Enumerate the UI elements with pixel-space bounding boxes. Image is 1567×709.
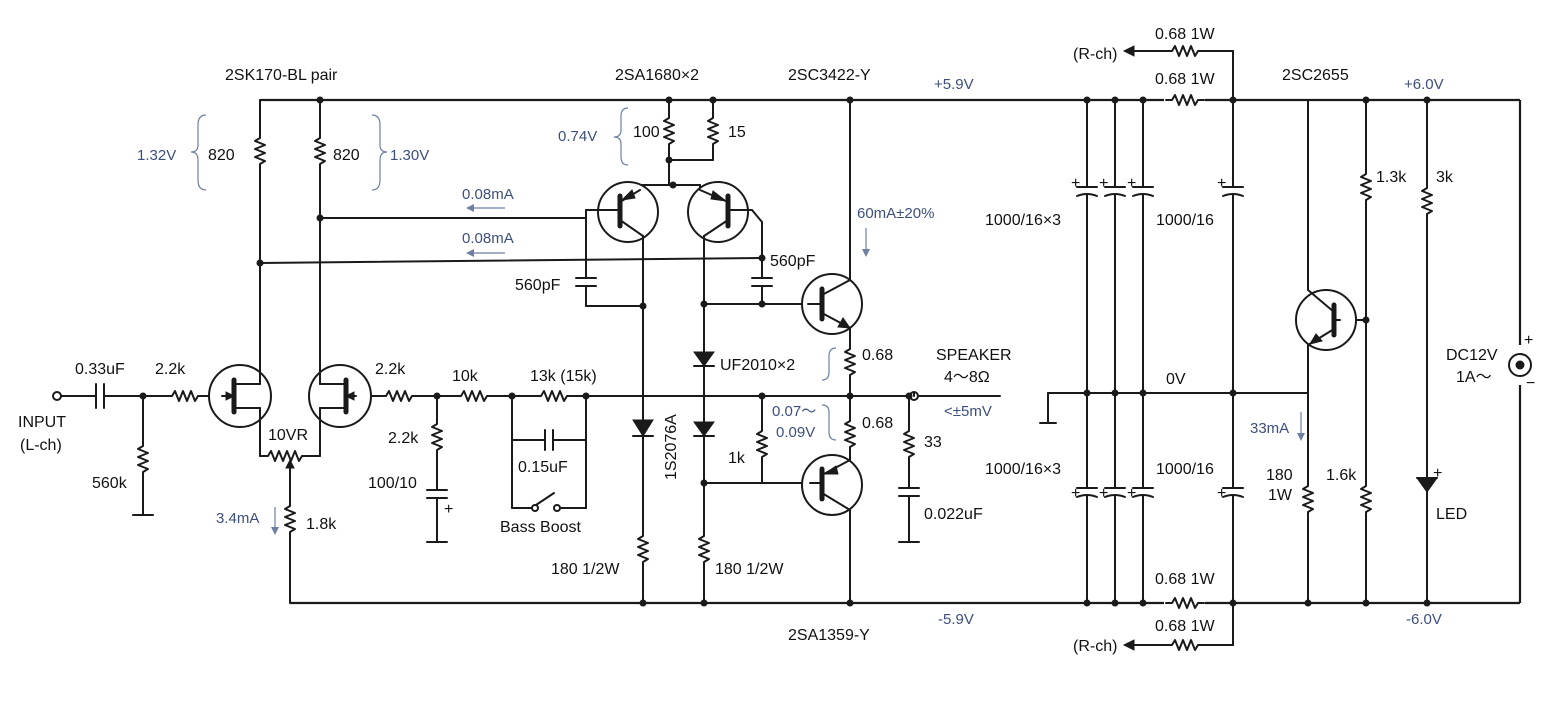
voltage-074-label: 0.74V xyxy=(558,128,597,145)
current-34-label: 3.4mA xyxy=(216,510,259,527)
input-channel-label: (L-ch) xyxy=(20,437,62,454)
npn-output-transistor xyxy=(801,273,863,335)
capacitor-100-10-label: 100/10 xyxy=(368,475,417,492)
regulator-current-label: 33mA xyxy=(1250,420,1289,437)
svg-text:+: + xyxy=(1217,485,1226,502)
svg-text:+: + xyxy=(1099,485,1108,502)
voltage-130-label: 1.30V xyxy=(390,147,429,164)
capacitor-top-label: 1000/16 xyxy=(1156,212,1214,229)
input-resistor-label: 2.2k xyxy=(155,361,186,378)
svg-text:+: + xyxy=(444,501,453,518)
bias-current-label: 60mA±20% xyxy=(857,205,934,222)
input-capacitor-label: 0.33uF xyxy=(75,361,125,378)
negative-rail-label: -5.9V xyxy=(938,611,974,628)
regulated-negative-label: -6.0V xyxy=(1406,611,1442,628)
supply-resistor-bottom-label: 0.68 1W xyxy=(1155,571,1215,588)
bias-voltage-min-label: 0.07～ xyxy=(772,403,816,420)
dc-input-label: DC12V xyxy=(1446,347,1498,364)
pnp-right xyxy=(687,181,753,243)
pnp-output-transistor xyxy=(801,454,863,516)
zobel-capacitor-label: 0.022uF xyxy=(924,506,983,523)
speaker-impedance-label: 4～8Ω xyxy=(944,369,990,386)
pnp-output-label: 2SA1359-Y xyxy=(788,627,870,644)
capacitor-bottom-label: 1000/16 xyxy=(1156,461,1214,478)
component-labels: 2SK170-BL pair 2SA1680×2 2SC3422-Y 2SA13… xyxy=(18,26,1535,655)
resistor-820-left-label: 820 xyxy=(208,147,235,164)
svg-text:+: + xyxy=(1127,485,1136,502)
pnp-pair-label: 2SA1680×2 xyxy=(615,67,699,84)
resistor-3k-label: 3k xyxy=(1436,169,1454,186)
pnp-left xyxy=(585,181,659,243)
dc-minus-label: − xyxy=(1526,375,1535,392)
voltage-132-label: 1.32V xyxy=(137,147,176,164)
capacitor-bank-bottom-label: 1000/16×3 xyxy=(985,461,1061,478)
regulator-transistor-label: 2SC2655 xyxy=(1282,67,1349,84)
transistors xyxy=(208,181,1357,516)
diode-uf2010-label: UF2010×2 xyxy=(720,357,795,374)
npn-output-label: 2SC3422-Y xyxy=(788,67,871,84)
regulator-transistor xyxy=(1295,289,1357,351)
led-label: LED xyxy=(1436,506,1467,523)
capacitor-015-label: 0.15uF xyxy=(518,459,568,476)
bias-voltage-max-label: 0.09V xyxy=(776,424,815,441)
jfet-left xyxy=(208,364,272,429)
resistor-1k8-label: 1.8k xyxy=(306,516,337,533)
emitter-resistor-top-label: 0.68 xyxy=(862,347,893,364)
regulated-positive-label: +6.0V xyxy=(1404,76,1444,93)
positive-rail-label: +5.9V xyxy=(934,76,974,93)
resistor-180-left-label: 180 1/2W xyxy=(551,561,620,578)
dc-offset-label: <±5mV xyxy=(944,403,992,420)
svg-text:+: + xyxy=(1217,175,1226,192)
zobel-resistor-label: 33 xyxy=(924,434,942,451)
bass-boost-label: Bass Boost xyxy=(500,519,581,536)
input-label: INPUT xyxy=(18,414,66,431)
current-008-bottom-label: 0.08mA xyxy=(462,230,514,247)
rch-top-label: (R-ch) xyxy=(1073,46,1117,63)
speaker-label: SPEAKER xyxy=(936,347,1012,364)
svg-text:+: + xyxy=(1099,175,1108,192)
resistor-13k-label: 13k (15k) xyxy=(530,368,597,385)
rch-bottom-label: (R-ch) xyxy=(1073,638,1117,655)
resistor-180-1w-rating: 1W xyxy=(1268,487,1293,504)
jfet-right xyxy=(308,364,372,429)
resistor-10k-label: 10k xyxy=(452,368,479,385)
capacitor-560pf-left-label: 560pF xyxy=(515,277,561,294)
svg-text:+: + xyxy=(1071,485,1080,502)
resistor-15-label: 15 xyxy=(728,124,746,141)
measurement-annotations: 1.32V 1.30V 0.74V 0.08mA 0.08mA 60mA±20%… xyxy=(137,76,1444,628)
current-008-top-label: 0.08mA xyxy=(462,186,514,203)
capacitor-560pf-right-label: 560pF xyxy=(770,253,816,270)
svg-text:+: + xyxy=(1127,175,1136,192)
dc-current-label: 1A～ xyxy=(1456,369,1492,386)
svg-text:+: + xyxy=(1433,465,1442,482)
resistor-560k-label: 560k xyxy=(92,475,128,492)
dc-plus-label: + xyxy=(1524,332,1533,349)
resistor-1k3-label: 1.3k xyxy=(1376,169,1407,186)
resistor-820-right-label: 820 xyxy=(333,147,360,164)
resistor-180-right-label: 180 1/2W xyxy=(715,561,784,578)
circuit-wiring: + xyxy=(52,45,1532,651)
rch-resistor-bottom-label: 0.68 1W xyxy=(1155,618,1215,635)
capacitor-bank-top-label: 1000/16×3 xyxy=(985,212,1061,229)
trimmer-10vr-label: 10VR xyxy=(268,427,308,444)
diode-1s2076a-label: 1S2076A xyxy=(663,414,680,480)
resistor-1k6-label: 1.6k xyxy=(1326,467,1357,484)
resistor-1k-label: 1k xyxy=(728,450,746,467)
supply-resistor-top-label: 0.68 1W xyxy=(1155,71,1215,88)
jfet-pair-label: 2SK170-BL pair xyxy=(225,67,338,84)
feedback-resistor-label: 2.2k xyxy=(375,361,406,378)
emitter-resistor-bottom-label: 0.68 xyxy=(862,415,893,432)
svg-text:+: + xyxy=(1071,175,1080,192)
ground-0v-label: 0V xyxy=(1166,371,1186,388)
resistor-100-label: 100 xyxy=(633,124,660,141)
shunt-resistor-label: 2.2k xyxy=(388,430,419,447)
resistor-180-1w-label: 180 xyxy=(1266,467,1293,484)
rch-resistor-top-label: 0.68 1W xyxy=(1155,26,1215,43)
